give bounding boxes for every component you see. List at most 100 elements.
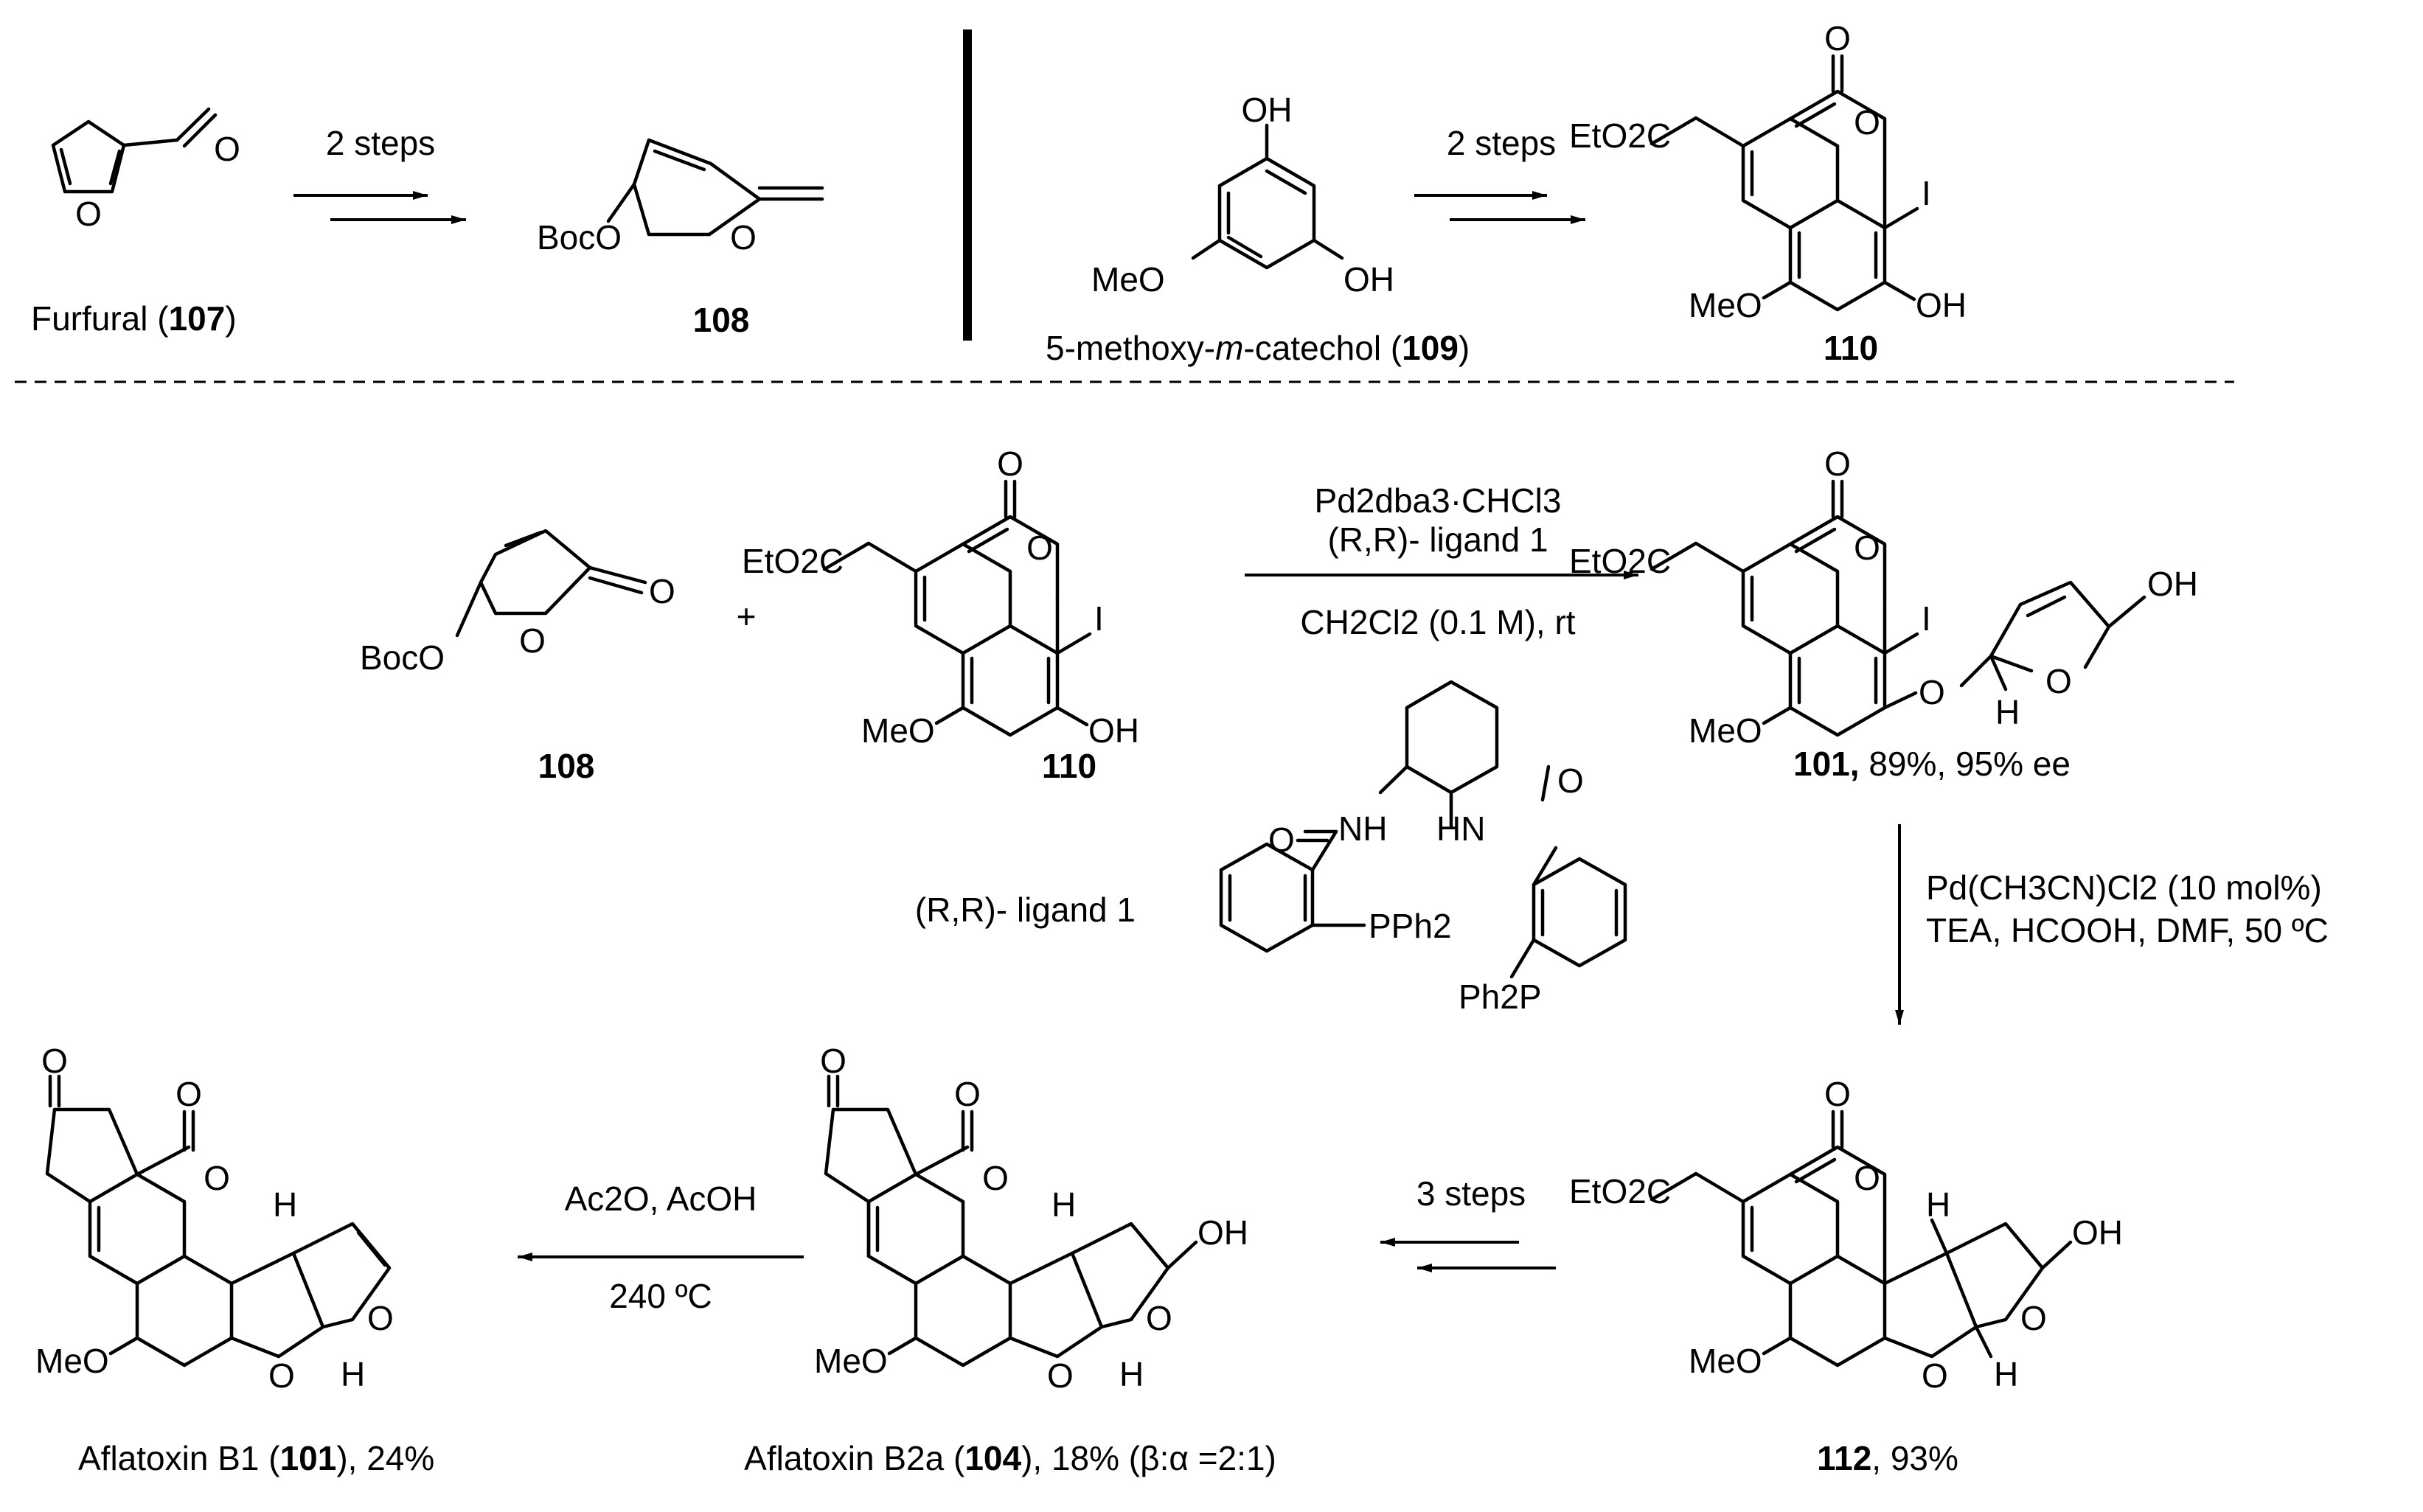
methoxy-label: MeO xyxy=(861,711,935,750)
furfural-structure: O O xyxy=(51,107,240,233)
three-step-arrow: 3 steps xyxy=(1380,1174,1556,1272)
compound-101-caption: 101, 89%, 95% ee xyxy=(1793,745,2071,783)
compound-110-structure: O O I OH MeO EtO2C xyxy=(742,445,1139,750)
hydrogen-label: H xyxy=(341,1355,365,1393)
lactone-oxygen: O xyxy=(1026,529,1053,567)
arrow-label-2-steps: 2 steps xyxy=(326,124,435,162)
carbonyl-oxygen: O xyxy=(954,1075,981,1113)
ketone-oxygen: O xyxy=(820,1042,847,1080)
aflatoxin-b1-caption: Aflatoxin B1 (101), 24% xyxy=(78,1439,434,1477)
ligand-carbonyl-oxygen: O xyxy=(1268,821,1295,859)
ring-oxygen: O xyxy=(2020,1299,2047,1337)
boc-oxy-label-108: BocO xyxy=(360,638,445,677)
two-step-arrow-2: 2 steps xyxy=(1414,124,1585,224)
diphenylphosphino-label: PPh2 xyxy=(1369,907,1452,945)
lactone-carbonyl-oxygen: O xyxy=(649,572,675,610)
reduction-conditions: TEA, HCOOH, DMF, 50 ºC xyxy=(1926,911,2329,950)
hydrogen-label: H xyxy=(1119,1355,1144,1393)
ester-label: EtO2C xyxy=(1569,1172,1671,1210)
compound-110-label: 110 xyxy=(1042,747,1096,785)
reagent-ligand: (R,R)- ligand 1 xyxy=(1327,520,1548,559)
hydrogen-label: H xyxy=(1994,1355,2018,1393)
ring-oxygen-108: O xyxy=(730,218,757,257)
ring-oxygen: O xyxy=(2045,662,2072,700)
ether-oxygen: O xyxy=(1919,673,1945,711)
compound-108-lactone-structure: O O BocO xyxy=(360,529,675,677)
hydroxyl-label: OH xyxy=(1242,91,1293,129)
ester-label: EtO2C xyxy=(1569,542,1671,580)
arrow-label-3-steps: 3 steps xyxy=(1416,1174,1526,1213)
reaction-temperature: 240 ºC xyxy=(609,1277,712,1315)
compound-108-exocyclic-structure: O BocO xyxy=(537,138,824,257)
plus-sign: + xyxy=(737,597,757,635)
iodine-label: I xyxy=(1922,599,1931,638)
lactone-oxygen: O xyxy=(1854,529,1880,567)
reagent-ac2o: Ac2O, AcOH xyxy=(565,1180,757,1218)
ring-oxygen-108: O xyxy=(519,621,546,660)
two-step-arrow-1: 2 steps xyxy=(293,124,466,224)
methoxy-label: MeO xyxy=(1689,286,1762,324)
boc-oxy-label-108: BocO xyxy=(537,218,622,257)
ligand-carbonyl-oxygen: O xyxy=(1557,762,1584,800)
hydroxyl-label: OH xyxy=(1916,286,1967,324)
carbonyl-oxygen: O xyxy=(1824,445,1851,483)
ring-oxygen: O xyxy=(1146,1299,1172,1337)
coupling-arrow: Pd2dba3·CHCl3 (R,R)- ligand 1 CH2Cl2 (0.… xyxy=(1245,481,1638,641)
compound-110-structure: O O I OH MeO EtO2C xyxy=(1569,19,1967,324)
furfural-caption: Furfural (107) xyxy=(31,299,237,338)
lactone-oxygen: O xyxy=(204,1159,230,1197)
hydroxyl-label: OH xyxy=(2147,565,2198,603)
methoxy-label: MeO xyxy=(1689,711,1762,750)
diphenylphosphino-label: Ph2P xyxy=(1459,978,1542,1016)
methoxy-label: MeO xyxy=(35,1342,109,1380)
ligand-1-structure: O NH HN O PPh2 Ph2P xyxy=(1219,680,1627,1016)
hydrogen-label: H xyxy=(273,1185,297,1224)
aflatoxin-b2a-structure: O O O H H O O OH MeO xyxy=(814,1042,1248,1395)
carbonyl-oxygen: O xyxy=(1824,1075,1851,1113)
hydroxyl-label: OH xyxy=(1343,260,1394,299)
compound-108-label: 108 xyxy=(538,747,595,785)
lactone-oxygen: O xyxy=(982,1159,1009,1197)
carbonyl-oxygen: O xyxy=(175,1075,202,1113)
compound-108-label: 108 xyxy=(693,301,750,339)
compound-112-caption: 112, 93% xyxy=(1817,1439,1958,1477)
compound-109-caption: 5-methoxy-m-catechol (109) xyxy=(1046,329,1470,367)
compound-112-structure: O O H H O O OH MeO EtO2C xyxy=(1569,1075,2123,1395)
ether-oxygen: O xyxy=(268,1356,295,1395)
ester-label: EtO2C xyxy=(742,542,844,580)
lactone-oxygen: O xyxy=(1854,1159,1880,1197)
furfural-ring-oxygen: O xyxy=(75,195,102,233)
aflatoxin-b2a-caption: Aflatoxin B2a (104), 18% (β:α =2:1) xyxy=(744,1439,1276,1477)
hydrogen-label: H xyxy=(1995,693,2020,731)
reduction-arrow: Pd(CH3CN)Cl2 (10 mol%) TEA, HCOOH, DMF, … xyxy=(1895,824,2329,1025)
ketone-oxygen: O xyxy=(41,1042,68,1080)
methoxy-label: MeO xyxy=(1689,1342,1762,1380)
ring-oxygen: O xyxy=(367,1299,394,1337)
hydroxyl-label: OH xyxy=(2072,1213,2123,1252)
reagent-pd2dba3: Pd2dba3·CHCl3 xyxy=(1315,481,1562,520)
hydrogen-label: H xyxy=(1051,1185,1076,1224)
carbonyl-oxygen: O xyxy=(997,445,1023,483)
ether-oxygen: O xyxy=(1922,1356,1948,1395)
compound-110-label: 110 xyxy=(1824,329,1878,367)
arrow-label-2-steps: 2 steps xyxy=(1447,124,1556,162)
hydroxyl-label: OH xyxy=(1088,711,1139,750)
thermal-dehydration-arrow: Ac2O, AcOH 240 ºC xyxy=(518,1180,804,1315)
compound-101-structure: O O I O O H OH MeO EtO2C xyxy=(1569,445,2198,750)
hydrogen-label: H xyxy=(1926,1185,1950,1224)
aflatoxin-b1-structure: O O O H H O O MeO xyxy=(35,1042,394,1395)
reduction-reagents: Pd(CH3CN)Cl2 (10 mol%) xyxy=(1926,868,2322,907)
iodine-label: I xyxy=(1094,599,1104,638)
ether-oxygen: O xyxy=(1047,1356,1074,1395)
ligand-1-label: (R,R)- ligand 1 xyxy=(915,891,1136,929)
lactone-oxygen: O xyxy=(1854,103,1880,142)
iodine-label: I xyxy=(1922,174,1931,212)
ester-label: EtO2C xyxy=(1569,116,1671,155)
methoxy-label: MeO xyxy=(814,1342,888,1380)
compound-109-structure: OH OH MeO xyxy=(1091,91,1394,299)
ligand-amide-hn: HN xyxy=(1436,809,1485,848)
hydroxyl-label: OH xyxy=(1197,1213,1248,1252)
furfural-aldehyde-oxygen: O xyxy=(214,130,240,168)
conditions-solvent: CH2Cl2 (0.1 M), rt xyxy=(1300,603,1575,641)
